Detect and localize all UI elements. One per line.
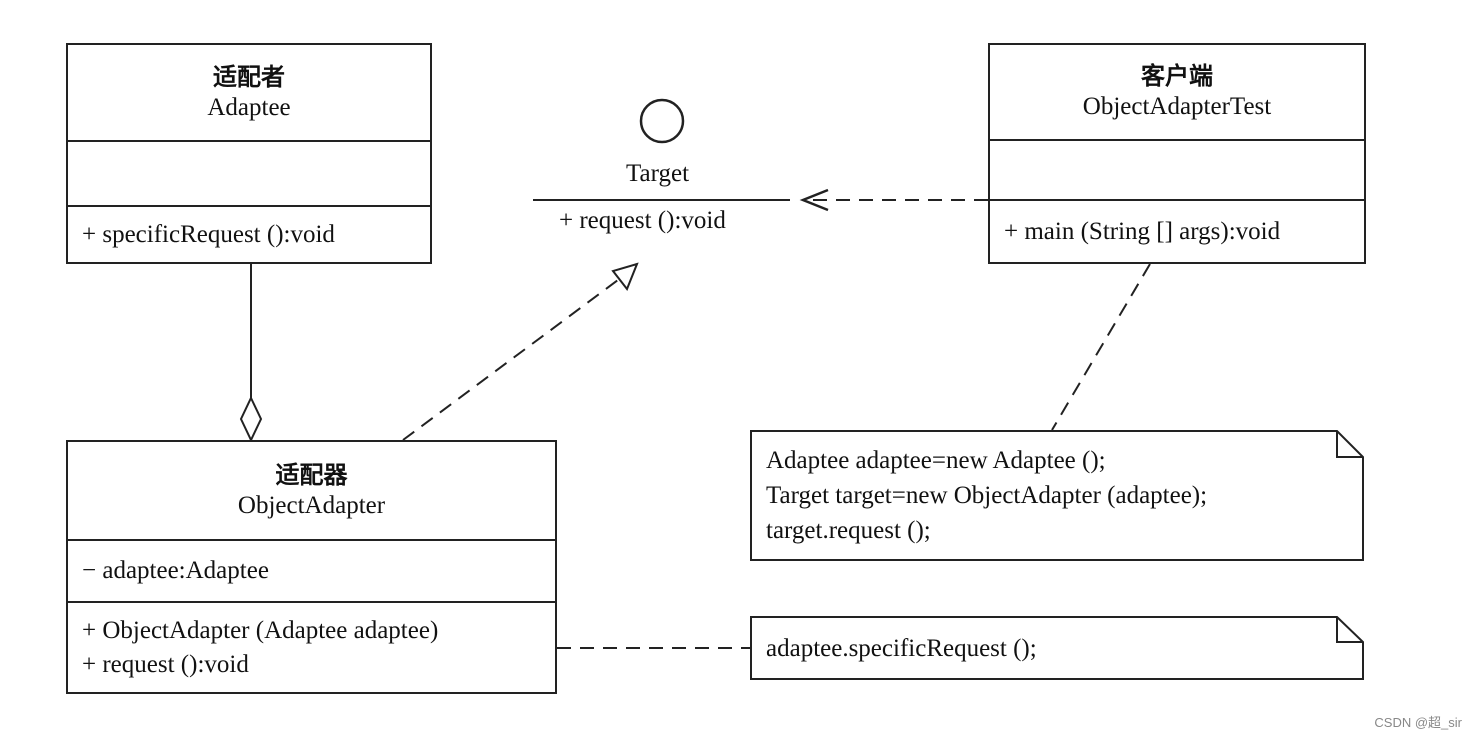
target-interface-circle — [639, 98, 685, 144]
class-name-section: 适配者 Adaptee — [68, 45, 430, 140]
note-frame — [750, 430, 1364, 561]
attribute-section: − adaptee:Adaptee — [68, 539, 555, 601]
target-interface-name: Target — [626, 160, 690, 187]
class-stereotype: 适配器 — [275, 462, 348, 489]
object-adapter-class: 适配器 ObjectAdapter − adaptee:Adaptee + Ob… — [66, 440, 557, 694]
class-name: ObjectAdapter — [237, 491, 386, 519]
note-line: target.request (); — [766, 517, 931, 544]
class-stereotype: 适配者 — [213, 64, 285, 91]
client-class: 客户端 ObjectAdapterTest + main (String [] … — [988, 43, 1366, 264]
note-line: Target target=new ObjectAdapter (adaptee… — [766, 482, 1208, 509]
attribute-section — [68, 140, 430, 205]
attribute-section — [990, 139, 1364, 199]
dependency-arrowhead — [799, 188, 829, 212]
class-name: ObjectAdapterTest — [1082, 93, 1272, 120]
method-section: + main (String [] args):void — [990, 199, 1364, 262]
method: + ObjectAdapter (Adaptee adaptee) — [82, 616, 439, 644]
adaptee-class: 适配者 Adaptee + specificRequest ():void — [66, 43, 432, 264]
aggregation-diamond — [239, 395, 263, 443]
method-section: + specificRequest ():void — [68, 205, 430, 262]
note-line: Adaptee adaptee=new Adaptee (); — [766, 447, 1106, 474]
watermark: CSDN @超_sir — [1374, 715, 1462, 730]
method: + main (String [] args):void — [1004, 217, 1281, 245]
attribute: − adaptee:Adaptee — [82, 557, 269, 584]
class-name-section: 适配器 ObjectAdapter — [68, 442, 555, 539]
realization-line — [402, 276, 623, 441]
method-section: + ObjectAdapter (Adaptee adaptee) + requ… — [68, 601, 555, 692]
note-line: adaptee.specificRequest (); — [766, 634, 1037, 662]
client-code-note: Adaptee adaptee=new Adaptee (); Target t… — [750, 430, 1365, 561]
class-name: Adaptee — [207, 93, 291, 121]
class-stereotype: 客户端 — [1141, 64, 1213, 90]
client-note-anchor — [1051, 263, 1151, 431]
target-interface-method: + request ():void — [559, 207, 726, 234]
realization-arrowhead — [611, 262, 639, 291]
method: + request ():void — [82, 650, 249, 678]
class-name-section: 客户端 ObjectAdapterTest — [990, 45, 1364, 139]
method: + specificRequest ():void — [82, 220, 335, 248]
adapter-code-note: adaptee.specificRequest (); — [750, 616, 1365, 680]
note-frame — [750, 616, 1364, 680]
